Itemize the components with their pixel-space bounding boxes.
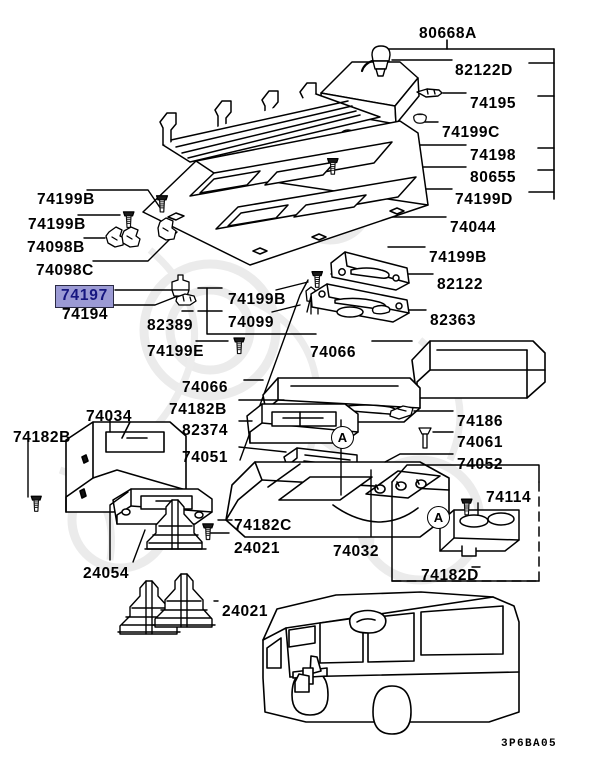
part-label-74186: 74186 <box>457 413 504 430</box>
part-label-24054: 24054 <box>83 565 130 582</box>
part-label-24021-a: 24021 <box>234 540 281 557</box>
part-label-82122d: 82122D <box>455 62 513 79</box>
part-label-74197[interactable]: 74197 <box>55 285 115 308</box>
part-74098b <box>105 226 141 248</box>
part-label-74034: 74034 <box>86 408 133 425</box>
part-label-74044: 74044 <box>450 219 497 236</box>
inset-box-74114 <box>391 464 540 582</box>
part-label-74032: 74032 <box>333 543 380 560</box>
part-label-74051: 74051 <box>182 449 229 466</box>
part-label-74052: 74052 <box>457 456 504 473</box>
part-74194 <box>175 293 197 306</box>
part-label-74098b: 74098B <box>27 239 85 256</box>
part-label-74182c: 74182C <box>234 517 292 534</box>
part-74061-pin <box>418 427 432 449</box>
part-74098c <box>157 217 177 241</box>
part-24021-boot-pair <box>117 573 216 635</box>
part-label-74199b-l2: 74199B <box>28 216 86 233</box>
callout-marker-a-2: A <box>427 506 450 529</box>
part-label-74199e: 74199E <box>147 343 205 360</box>
part-label-74199d: 74199D <box>455 191 513 208</box>
part-label-82122: 82122 <box>437 276 484 293</box>
part-label-74066-l: 74066 <box>182 379 229 396</box>
part-label-74061: 74061 <box>457 434 504 451</box>
part-24021-boot-single <box>144 499 207 550</box>
part-label-74099: 74099 <box>228 314 275 331</box>
part-label-74194: 74194 <box>62 306 109 323</box>
part-label-74182b-l: 74182B <box>13 429 71 446</box>
group-bracket-82389 <box>181 287 317 335</box>
part-74199c <box>413 113 427 124</box>
part-74066-lid <box>238 377 421 423</box>
part-label-24021-b: 24021 <box>222 603 269 620</box>
part-label-74114: 74114 <box>486 489 532 506</box>
group-bracket-80668a <box>380 39 555 200</box>
part-label-74182b-c: 74182B <box>169 401 227 418</box>
part-label-74199b-c: 74199B <box>228 291 286 308</box>
part-label-74066-r: 74066 <box>310 344 357 361</box>
part-82122d <box>360 45 391 77</box>
part-label-74198: 74198 <box>470 147 517 164</box>
part-label-80655: 80655 <box>470 169 517 186</box>
part-label-82389: 82389 <box>147 317 194 334</box>
part-74114-cupholder <box>439 509 520 557</box>
part-label-74199c: 74199C <box>442 124 500 141</box>
part-label-74098c: 74098C <box>36 262 94 279</box>
part-label-74182d: 74182D <box>421 567 479 584</box>
part-label-80668a: 80668A <box>419 25 477 42</box>
vehicle-illustration <box>262 591 520 735</box>
part-label-82363: 82363 <box>430 312 477 329</box>
part-82374-tray <box>246 403 359 444</box>
part-74044-panel <box>142 120 429 266</box>
part-74195 <box>416 88 443 98</box>
part-label-82374: 82374 <box>182 422 229 439</box>
part-label-74199b-l1: 74199B <box>37 191 95 208</box>
part-74066-armrest <box>371 340 546 399</box>
diagram-code: 3P6BA05 <box>501 738 558 750</box>
part-label-74199b-r: 74199B <box>429 249 487 266</box>
part-82363 <box>371 304 391 315</box>
part-74186-clip <box>389 405 414 420</box>
callout-marker-a-1: A <box>331 426 354 449</box>
part-label-74195: 74195 <box>470 95 517 112</box>
part-82122-holder <box>330 251 410 291</box>
